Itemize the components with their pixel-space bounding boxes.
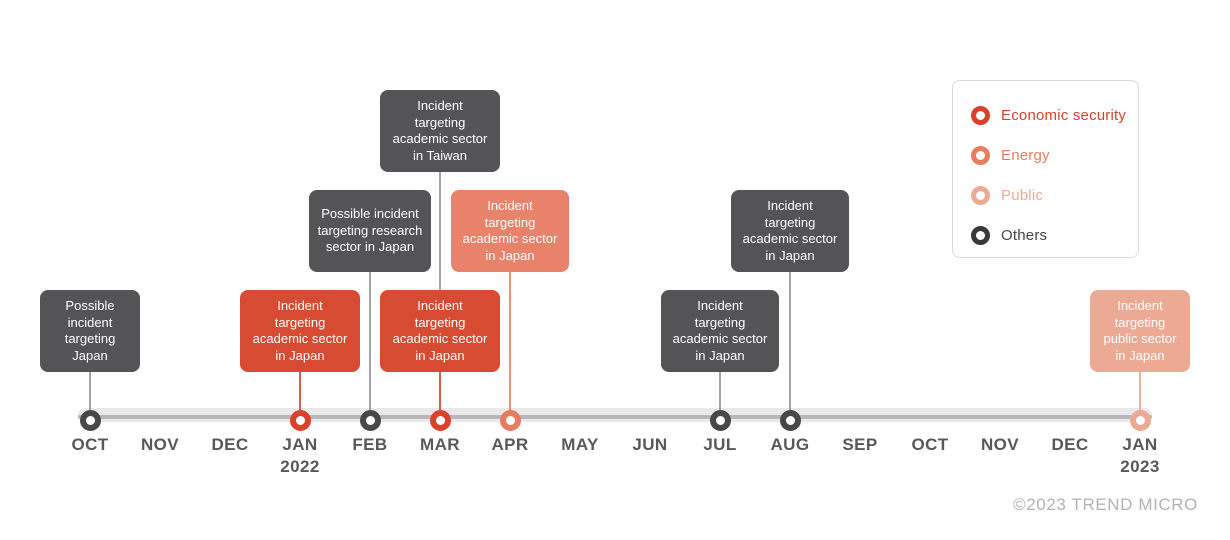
- legend-ring-icon: [971, 225, 990, 245]
- timeline-dot: [779, 409, 801, 431]
- month-name: MAR: [420, 435, 460, 454]
- month-name: AUG: [770, 435, 810, 454]
- event-connector-line: [509, 268, 511, 420]
- month-label: MAY: [545, 435, 615, 455]
- event-connector-line: [719, 368, 721, 420]
- timeline-dot: [1129, 409, 1151, 431]
- legend-label: Others: [1001, 226, 1048, 244]
- event-connector-line: [789, 268, 791, 420]
- month-name: OCT: [71, 435, 109, 454]
- month-name: FEB: [352, 435, 388, 454]
- timeline-dot: [359, 409, 381, 431]
- month-name: MAY: [561, 435, 599, 454]
- month-label: NOV: [965, 435, 1035, 455]
- timeline-dot: [429, 409, 451, 431]
- month-label: OCT: [55, 435, 125, 455]
- timeline-dot: [289, 409, 311, 431]
- event-box: Possible incident targeting Japan: [40, 290, 140, 372]
- legend-label: Energy: [1001, 146, 1050, 164]
- timeline-dot: [499, 409, 521, 431]
- month-name: OCT: [911, 435, 949, 454]
- month-name: JUN: [632, 435, 668, 454]
- month-label: OCT: [895, 435, 965, 455]
- event-box: Incident targeting academic sector in Ja…: [661, 290, 779, 372]
- legend-item: Others: [971, 215, 1138, 255]
- month-name: NOV: [980, 435, 1020, 454]
- month-label: JUN: [615, 435, 685, 455]
- copyright-text: ©2023 TREND MICRO: [1013, 495, 1198, 514]
- legend-ring-icon: [971, 105, 990, 125]
- month-label: JAN 2022: [265, 435, 335, 477]
- month-year: 2023: [1120, 457, 1160, 476]
- legend: Economic security Energy Public Others: [952, 80, 1139, 258]
- month-name: SEP: [842, 435, 878, 454]
- legend-ring-icon: [971, 185, 990, 205]
- month-name: DEC: [1051, 435, 1089, 454]
- month-label: DEC: [1035, 435, 1105, 455]
- month-label: FEB: [335, 435, 405, 455]
- timeline-bar-stripe: [78, 415, 1152, 419]
- event-box: Incident targeting academic sector in Ja…: [240, 290, 360, 372]
- month-year: 2022: [280, 457, 320, 476]
- event-box: Incident targeting academic sector in Ja…: [451, 190, 569, 272]
- month-name: JAN: [282, 435, 318, 454]
- event-connector-line: [439, 368, 441, 420]
- event-box: Incident targeting public sector in Japa…: [1090, 290, 1190, 372]
- legend-label: Public: [1001, 186, 1044, 204]
- event-box: Incident targeting academic sector in Ta…: [380, 90, 500, 172]
- legend-label: Economic security: [1001, 106, 1127, 124]
- month-name: JAN: [1122, 435, 1158, 454]
- month-name: JUL: [703, 435, 737, 454]
- event-box: Incident targeting academic sector in Ja…: [731, 190, 849, 272]
- month-label: NOV: [125, 435, 195, 455]
- event-connector-line: [369, 268, 371, 420]
- month-name: NOV: [140, 435, 180, 454]
- legend-ring-icon: [971, 145, 990, 165]
- month-label: MAR: [405, 435, 475, 455]
- event-box: Incident targeting academic sector in Ja…: [380, 290, 500, 372]
- legend-item: Energy: [971, 135, 1138, 175]
- legend-item: Public: [971, 175, 1138, 215]
- month-label: DEC: [195, 435, 265, 455]
- month-label: SEP: [825, 435, 895, 455]
- event-connector-line: [1139, 368, 1141, 420]
- timeline-dot: [709, 409, 731, 431]
- month-label: JUL: [685, 435, 755, 455]
- event-connector-line: [89, 368, 91, 420]
- legend-item: Economic security: [971, 95, 1138, 135]
- event-connector-line: [299, 368, 301, 420]
- month-name: APR: [491, 435, 529, 454]
- event-box: Possible incident targeting research sec…: [309, 190, 431, 272]
- month-label: AUG: [755, 435, 825, 455]
- timeline-dot: [79, 409, 101, 431]
- month-name: DEC: [211, 435, 249, 454]
- month-label: JAN 2023: [1105, 435, 1175, 477]
- month-label: APR: [475, 435, 545, 455]
